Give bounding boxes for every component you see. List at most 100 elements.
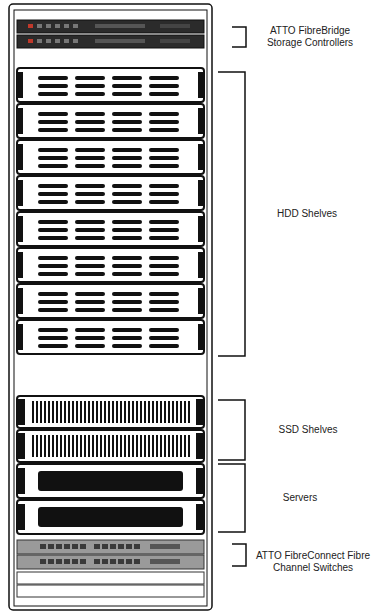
bracket-label: HDD Shelves [252, 208, 362, 220]
controller-led [55, 24, 60, 28]
drive-slot [112, 256, 142, 260]
switch-port [94, 544, 100, 549]
hdd-shelf [17, 248, 204, 282]
shelf-ear [198, 144, 204, 170]
controller-led [64, 24, 69, 28]
drive-slot [112, 272, 142, 276]
drive-slot [75, 84, 105, 88]
drive-slot [149, 264, 179, 268]
shelf-ear [196, 399, 204, 425]
drive-slot [75, 264, 105, 268]
shelf-ear [198, 324, 204, 350]
drive-slot [149, 184, 179, 188]
drive-slot [112, 148, 142, 152]
switch-port [40, 559, 46, 564]
drive-slot [112, 184, 142, 188]
drive-slot [149, 92, 179, 96]
bracket-label: SSD Shelves [253, 424, 363, 436]
drive-slot [75, 236, 105, 240]
controller-port [160, 39, 190, 43]
drive-slot [112, 336, 142, 340]
hdd-shelf [17, 176, 204, 210]
drive-slot [38, 200, 68, 204]
shelf-ear [198, 288, 204, 314]
controller-port [95, 24, 145, 28]
switch-port [72, 544, 78, 549]
controller-port [160, 24, 190, 28]
controller-led [46, 39, 51, 43]
drive-slot [75, 112, 105, 116]
shelf-ear [17, 216, 23, 242]
drive-slot [149, 148, 179, 152]
hdd-shelf [17, 284, 204, 318]
shelf-ear [17, 108, 23, 134]
drive-slot [149, 164, 179, 168]
switch-port [102, 559, 108, 564]
drive-slot [38, 220, 68, 224]
shelf-ear [198, 72, 204, 98]
drive-slot [38, 76, 68, 80]
switch-port [40, 544, 46, 549]
drive-slot [149, 128, 179, 132]
drive-slot [38, 272, 68, 276]
controller-led [37, 24, 42, 28]
switch-port [80, 559, 86, 564]
drive-slot [38, 148, 68, 152]
rack-frame [9, 4, 212, 610]
drive-slot [149, 344, 179, 348]
switch-port [48, 544, 54, 549]
drive-slot [112, 156, 142, 160]
drive-slot [75, 272, 105, 276]
server-bezel [38, 507, 183, 527]
drive-slot [38, 344, 68, 348]
controller-port [95, 39, 145, 43]
drive-slot [112, 120, 142, 124]
bracket [218, 72, 245, 356]
controller-led [73, 24, 78, 28]
shelf-ear [17, 324, 23, 350]
shelf-ear [196, 504, 204, 530]
switch-port [118, 559, 124, 564]
drive-slot [112, 220, 142, 224]
drive-slot [149, 220, 179, 224]
drive-slot [112, 76, 142, 80]
drive-slot [38, 292, 68, 296]
server-unit [17, 500, 204, 534]
drive-slot [149, 300, 179, 304]
drive-slot [112, 344, 142, 348]
drive-slot [149, 228, 179, 232]
drive-slot [38, 300, 68, 304]
drive-slot [38, 84, 68, 88]
shelf-ear [196, 468, 204, 494]
drive-slot [149, 256, 179, 260]
drive-slot [75, 220, 105, 224]
switch-port [126, 544, 132, 549]
shelf-ear [17, 252, 23, 278]
drive-slot [112, 128, 142, 132]
drive-slot [149, 156, 179, 160]
ssd-bays [32, 435, 190, 457]
drive-slot [38, 164, 68, 168]
drive-slot [112, 292, 142, 296]
drive-slot [75, 200, 105, 204]
drive-slot [75, 148, 105, 152]
drive-slot [38, 112, 68, 116]
drive-slot [75, 128, 105, 132]
drive-slot [149, 120, 179, 124]
drive-slot [75, 76, 105, 80]
ssd-shelf [17, 430, 204, 462]
drive-slot [149, 292, 179, 296]
hdd-shelf [17, 68, 204, 102]
drive-slot [112, 328, 142, 332]
controller-led [37, 39, 42, 43]
switch-port [150, 559, 180, 564]
drive-slot [112, 84, 142, 88]
drive-slot [38, 336, 68, 340]
hdd-shelf [17, 320, 204, 354]
switch-unit [17, 540, 204, 554]
drive-slot [149, 336, 179, 340]
switch-port [80, 544, 86, 549]
switch-port [48, 559, 54, 564]
drive-slot [112, 300, 142, 304]
